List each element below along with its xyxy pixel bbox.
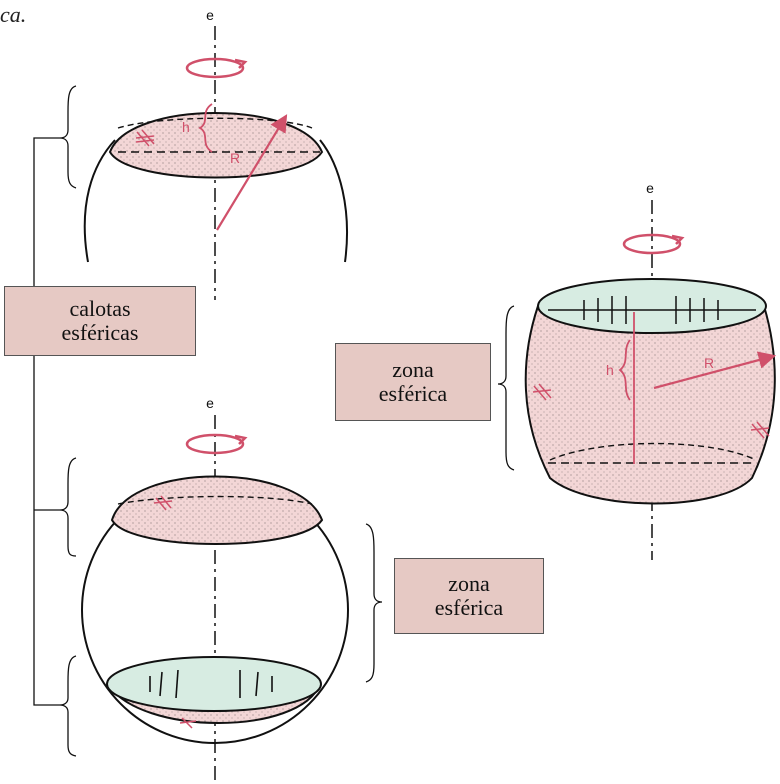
caption-fragment: ca.	[0, 2, 27, 27]
brace-zone-bottom	[365, 523, 383, 683]
rotation-arrow-bottom	[185, 433, 245, 455]
axis-label-right: e	[646, 180, 654, 196]
right-zone: e h R	[524, 180, 777, 560]
hatch-mark-upper	[153, 495, 173, 511]
axis-label-bottom: e	[206, 395, 214, 411]
bottom-sphere: e	[81, 395, 349, 784]
axis-label-top: e	[206, 7, 214, 23]
radius-label-right: R	[704, 355, 714, 371]
radius-arrow-right	[653, 351, 777, 390]
hatch-mark-top	[135, 129, 155, 147]
label-zona-right: zona esférica	[335, 343, 491, 421]
disk-lower	[106, 656, 322, 712]
label-calotas: calotas esféricas	[4, 286, 196, 356]
radius-label-top: R	[230, 150, 240, 166]
label-zona-bottom: zona esférica	[394, 558, 544, 634]
top-sphere: e h R	[83, 7, 348, 300]
radius-arrow-top	[216, 114, 288, 231]
brace-top	[59, 85, 77, 189]
zone-top-disk	[537, 278, 767, 334]
brace-upper	[59, 457, 77, 557]
height-label-top: h	[182, 119, 190, 135]
brace-lower	[59, 655, 77, 757]
rotation-arrow-top	[185, 57, 245, 79]
rotation-arrowhead-top	[234, 58, 248, 69]
rotation-arrow-right	[622, 233, 682, 255]
brace-zone-right	[497, 305, 515, 471]
height-label-right: h	[606, 362, 614, 378]
sphere-outline-top	[83, 139, 348, 263]
bracket-calotas	[33, 137, 60, 706]
